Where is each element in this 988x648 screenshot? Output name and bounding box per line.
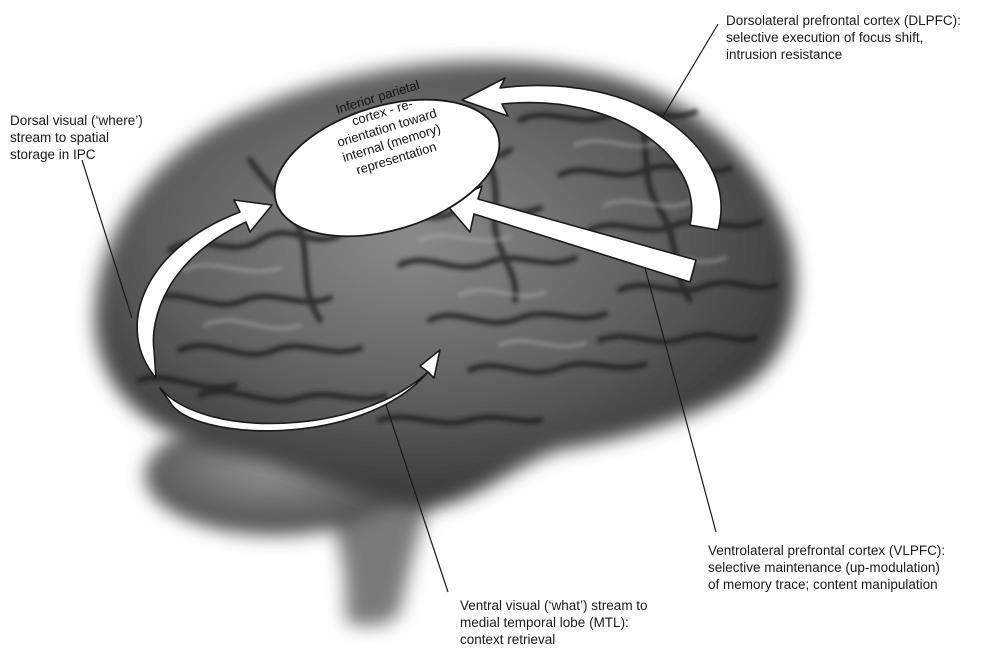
dlpfc-line-1: Dorsolateral prefrontal cortex (DLPFC): (726, 12, 961, 29)
ventral-line-1: Ventral visual (‘what’) stream to (460, 597, 648, 614)
dlpfc-label: Dorsolateral prefrontal cortex (DLPFC): … (726, 12, 961, 63)
dorsal-line-3: storage in IPC (10, 146, 143, 163)
dorsal-line-1: Dorsal visual (‘where’) (10, 112, 143, 129)
ventral-stream-label: Ventral visual (‘what’) stream to medial… (460, 597, 648, 648)
dorsal-line-2: stream to spatial (10, 129, 143, 146)
vlpfc-line-3: of memory trace; content manipulation (708, 576, 945, 593)
dlpfc-line-3: intrusion resistance (726, 46, 961, 63)
vlpfc-label: Ventrolateral prefrontal cortex (VLPFC):… (708, 542, 945, 593)
vlpfc-line-2: selective maintenance (up-modulation) (708, 559, 945, 576)
dorsal-stream-label: Dorsal visual (‘where’) stream to spatia… (10, 112, 143, 163)
dlpfc-line-2: selective execution of focus shift, (726, 29, 961, 46)
ventral-line-2: medial temporal lobe (MTL): (460, 614, 648, 631)
ventral-line-3: context retrieval (460, 631, 648, 648)
vlpfc-line-1: Ventrolateral prefrontal cortex (VLPFC): (708, 542, 945, 559)
